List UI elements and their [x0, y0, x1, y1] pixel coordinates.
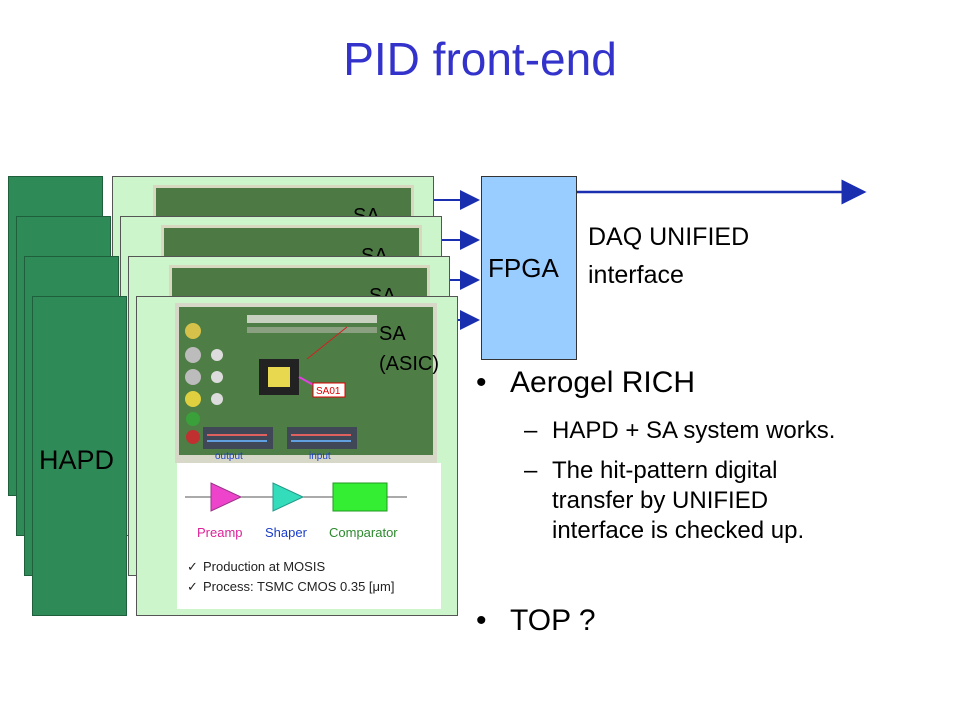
preamp-triangle [210, 482, 243, 512]
dash-marker: – [524, 457, 538, 484]
sub-bullet-2-line1: The hit-pattern digital [552, 457, 778, 484]
shaper-triangle [272, 482, 305, 512]
sub-bullet-2-line3: interface is checked up. [552, 517, 805, 544]
dash-marker: – [524, 417, 538, 444]
sa-asic-label: SA (ASIC) [379, 319, 439, 379]
comparator-label: Comparator [329, 525, 398, 540]
slide-title: PID front-end [343, 33, 617, 85]
bullet-marker: • [476, 366, 487, 399]
sub-bullet-2-line2: transfer by UNIFIED [552, 487, 769, 514]
check-icon: ✓ [187, 579, 198, 594]
sa-board-detail: SA01 output input Preamp Shaper Comparat… [175, 303, 441, 609]
check-icon: ✓ [187, 559, 198, 574]
bullet-aerogel: Aerogel RICH [510, 366, 696, 399]
bullet-marker: • [476, 604, 487, 637]
sub-bullet-2: The hit-pattern digital transfer by UNIF… [552, 456, 804, 546]
note-mosis: Production at MOSIS [203, 559, 325, 574]
sub-bullet-1: HAPD + SA system works. [552, 417, 836, 444]
daq-interface-label: DAQ UNIFIED interface [588, 218, 749, 294]
hapd-label: HAPD [39, 445, 115, 475]
lemo-connectors [185, 323, 223, 444]
asic-text: (ASIC) [379, 353, 439, 375]
comparator-box [332, 482, 388, 512]
input-label: input [309, 451, 331, 462]
output-label: output [215, 451, 243, 462]
hapd-module-front: HAPD [32, 296, 127, 616]
sa-text: SA [379, 323, 406, 345]
fpga-label: FPGA [488, 253, 559, 283]
preamp-label: Preamp [197, 525, 243, 540]
daq-line1: DAQ UNIFIED [588, 223, 750, 251]
bullet-top: TOP ? [510, 604, 596, 637]
chip-label: SA01 [316, 386, 341, 397]
shaper-label: Shaper [265, 525, 308, 540]
fpga-block: FPGA [481, 176, 577, 360]
note-process: Process: TSMC CMOS 0.35 [μm] [203, 579, 394, 594]
daq-line2: interface [588, 261, 684, 289]
sa-board-front: SA01 output input Preamp Shaper Comparat… [136, 296, 458, 616]
